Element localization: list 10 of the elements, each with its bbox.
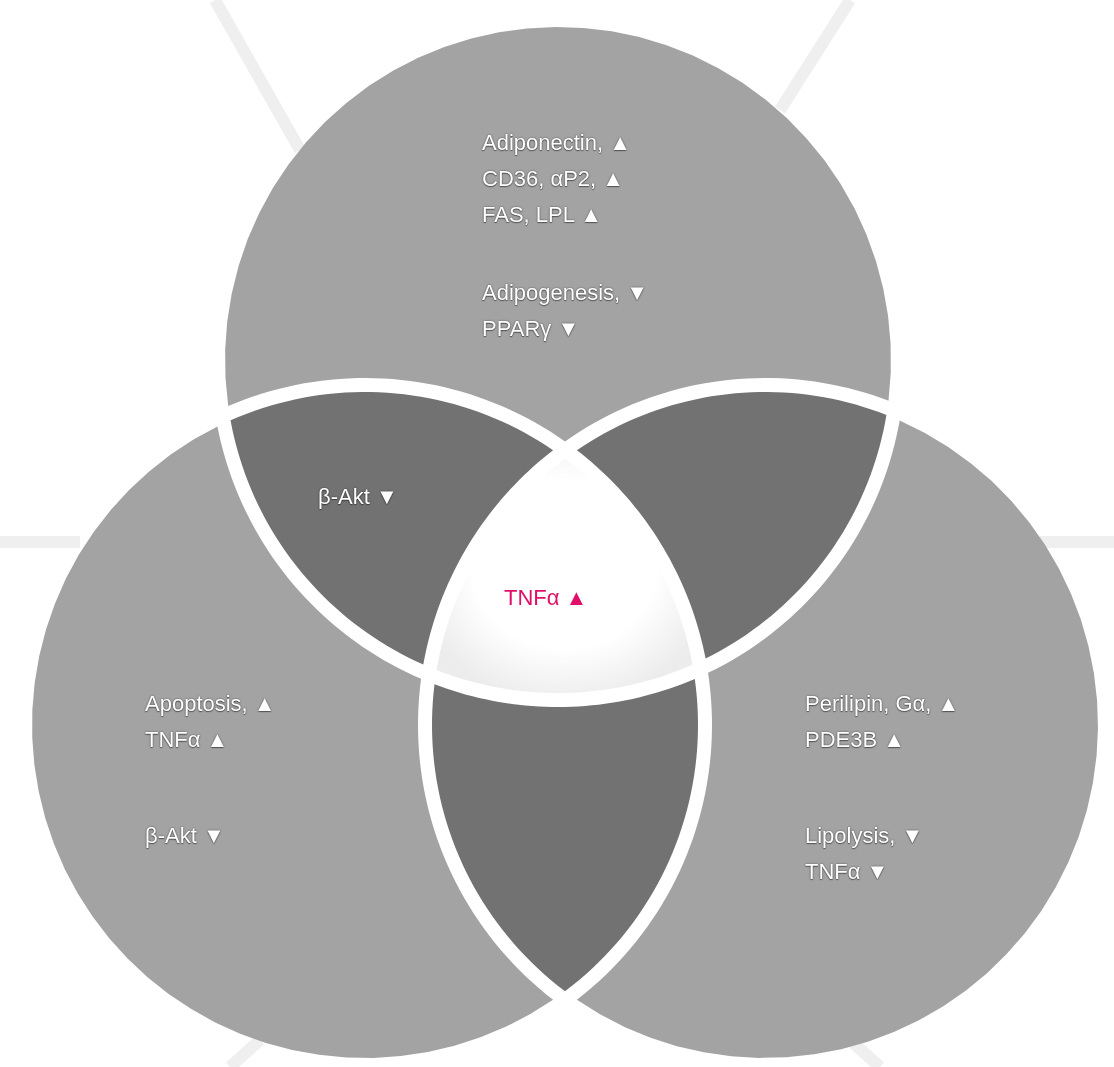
gene-list: Apoptosis, ▲ TNFα ▲: [145, 686, 276, 758]
overlap-region: [432, 678, 698, 992]
gene-list: Perilipin, Gα, ▲ PDE3B ▲: [805, 686, 960, 758]
gene-list: TNFα ▲: [504, 580, 588, 616]
gene-list: β-Akt ▼: [145, 818, 225, 854]
gene-list: Adiponectin, ▲ CD36, αP2, ▲ FAS, LPL ▲: [482, 125, 631, 233]
gene-list: β-Akt ▼: [318, 479, 398, 515]
gene-list: Adipogenesis, ▼ PPARγ ▼: [482, 275, 649, 347]
gene-list: Lipolysis, ▼ TNFα ▼: [805, 818, 924, 890]
center-overlap-region: [436, 458, 693, 693]
